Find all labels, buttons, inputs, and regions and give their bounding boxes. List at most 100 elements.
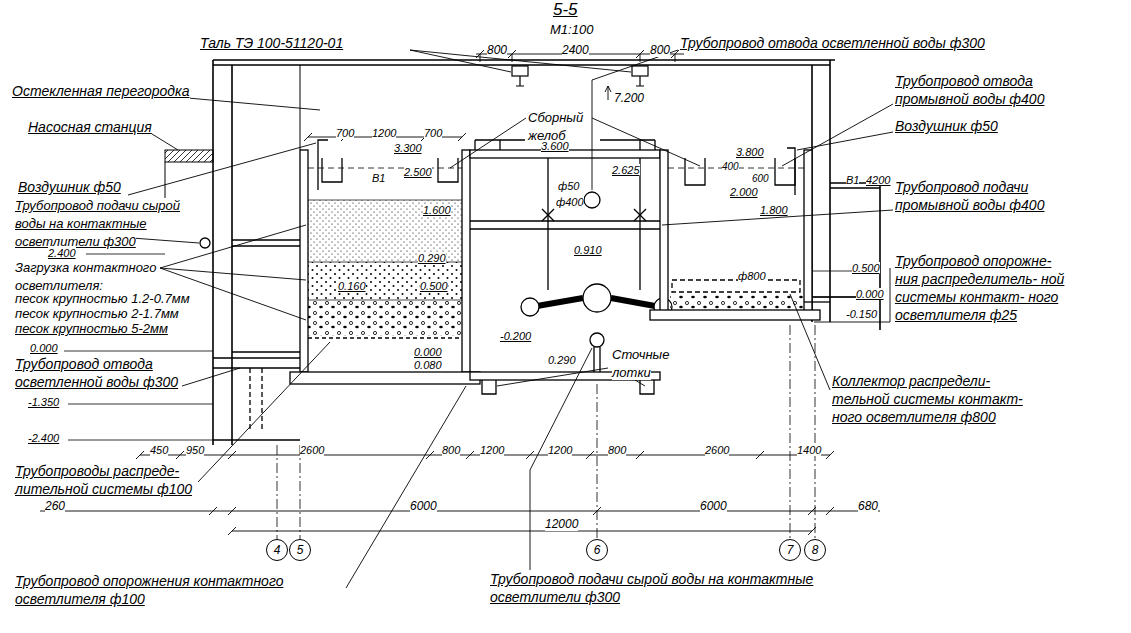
dimension-number-box: 12000 <box>545 514 578 532</box>
dimension-number: ф400 <box>556 196 584 208</box>
callout-text: Воздушник ф50 <box>895 118 998 134</box>
elevation-mark-box: -0.200 <box>500 326 531 344</box>
leader-lines <box>132 238 199 243</box>
elevation-mark: -0.150 <box>846 308 877 320</box>
callout-text: Трубопровод отвода промывной воды ф400 <box>895 73 1044 107</box>
callout-text: песок крупностью 2-1.7мм <box>15 306 179 321</box>
contact-clarifier-right <box>650 148 856 320</box>
axis-number: 4 <box>274 543 281 557</box>
dimension-number: 2600 <box>705 444 729 456</box>
pipe-gallery <box>537 298 583 306</box>
dimension-number: 6000 <box>410 499 437 513</box>
leader-lines <box>188 98 320 110</box>
building-walls <box>812 60 830 322</box>
elevation-mark: -1.350 <box>28 396 59 408</box>
pipe-gallery <box>594 347 600 372</box>
elevation-mark: 0.290 <box>418 252 446 264</box>
axis-lines <box>277 325 815 539</box>
elevation-mark-box: 0.000 <box>856 284 884 302</box>
elevation-mark: -2.400 <box>28 432 59 444</box>
elevation-mark-box: 2.500 <box>404 162 432 180</box>
dimension-number-box: 600 <box>752 168 769 186</box>
callout-text: В1 <box>846 174 859 186</box>
elevation-mark: 3.600 <box>541 140 569 152</box>
callout-text: Трубопровод подачи сырой воды на контакт… <box>490 571 813 605</box>
elevation-mark-box: 0.000 <box>30 338 58 356</box>
elevation-mark: 2.000 <box>730 186 758 198</box>
dimension-number-box: ф50 <box>558 176 579 194</box>
leader-lines <box>410 50 631 72</box>
dimension-number-box: 800 <box>487 40 507 58</box>
callout-text: Трубопровод подачи сырой воды на контакт… <box>15 198 180 249</box>
dimension-number-box: 260 <box>45 496 65 514</box>
callout-text-box: Воздушник ф50 <box>18 178 121 196</box>
dimension-number: 1200 <box>548 444 572 456</box>
callout-text-box: Таль ТЭ 100-51120-01 <box>200 34 343 52</box>
callout-text: Остекленная перегородка <box>12 83 190 99</box>
leader-lines <box>592 50 678 190</box>
hoist-symbol <box>632 66 648 76</box>
elevation-mark: -0.200 <box>500 330 531 342</box>
elevation-mark: 0.500 <box>852 262 880 274</box>
contact-clarifier-right <box>804 150 812 312</box>
callout-text: Сборный желоб <box>528 110 583 143</box>
axis-circle: 8 <box>804 539 826 561</box>
elevation-mark-box: 0.290 <box>548 350 576 368</box>
dimension-number: 2600 <box>300 444 324 456</box>
pipe-gallery <box>482 380 654 394</box>
pipe-gallery <box>611 298 655 306</box>
axis-number: 5 <box>297 543 304 557</box>
dimension-number: 1200 <box>372 127 396 139</box>
callout-text: Загрузка контактного осветлителя: <box>15 260 156 293</box>
callout-text: Сточные лотки <box>612 347 669 380</box>
elevation-mark: 0.000 <box>30 342 58 354</box>
dimension-number-box: ф400 <box>556 192 584 210</box>
dimension-number: 450 <box>150 444 168 456</box>
callout-text-box: Загрузка контактного осветлителя: <box>15 258 185 294</box>
elevation-mark: 0.500 <box>420 280 448 292</box>
dimension-number-box: 700 <box>424 123 442 141</box>
dimension-number-box: 2400 <box>562 40 589 58</box>
dimension-number: 6000 <box>700 499 727 513</box>
dimension-number-box: 1200 <box>372 123 396 141</box>
dimension-number: 1200 <box>480 444 504 456</box>
leader-lines <box>450 118 700 168</box>
axis-number: 6 <box>594 543 601 557</box>
callout-text-box: Трубопровод подачи промывной воды ф400 <box>895 178 1100 214</box>
elevation-mark: 2.500 <box>404 166 432 178</box>
elevation-mark: 2.400 <box>48 247 76 259</box>
leader-lines <box>797 132 893 150</box>
elevation-mark: 1.800 <box>760 204 788 216</box>
leader-lines <box>198 342 330 482</box>
callout-text: Воздушник ф50 <box>18 179 121 195</box>
callout-text-box: Трубопровод подачи сырой воды на контакт… <box>15 196 205 250</box>
contact-clarifier-left <box>462 150 470 372</box>
elevation-mark-box: -0.150 <box>846 304 877 322</box>
pipe-gallery <box>583 284 611 312</box>
contact-clarifier-right <box>812 271 856 297</box>
contact-clarifier-right <box>685 158 795 185</box>
elevation-mark-box: 0.160 <box>338 276 366 294</box>
axis-circle: 6 <box>586 539 608 561</box>
building-walls <box>213 60 835 65</box>
dimension-number: 800 <box>487 43 507 57</box>
leader-lines <box>346 386 466 588</box>
building-walls <box>300 65 301 150</box>
callout-text: В1 <box>372 172 385 184</box>
pipe-gallery <box>542 209 646 221</box>
contact-clarifier-left <box>322 158 458 182</box>
callout-text-box: песок крупностью 2-1.7мм <box>15 304 179 322</box>
contact-clarifier-right <box>660 150 668 312</box>
axis-circle: 5 <box>289 539 311 561</box>
building-walls <box>830 176 880 330</box>
contact-clarifier-left <box>290 372 480 384</box>
callout-text-box: Коллектор распредели- тельной системы ко… <box>832 372 1032 426</box>
leader-lines <box>128 50 893 588</box>
dimension-number-box: 2600 <box>705 440 729 458</box>
leader-lines <box>152 134 178 150</box>
elevation-mark: 0.000 <box>414 346 442 358</box>
elevation-mark-box: 0.000 <box>414 342 442 360</box>
callout-text-box: Трубопровод опорожне- ния распределитель… <box>895 252 1065 324</box>
callout-text: Трубопровод отвода осветленной воды ф300 <box>15 356 178 390</box>
